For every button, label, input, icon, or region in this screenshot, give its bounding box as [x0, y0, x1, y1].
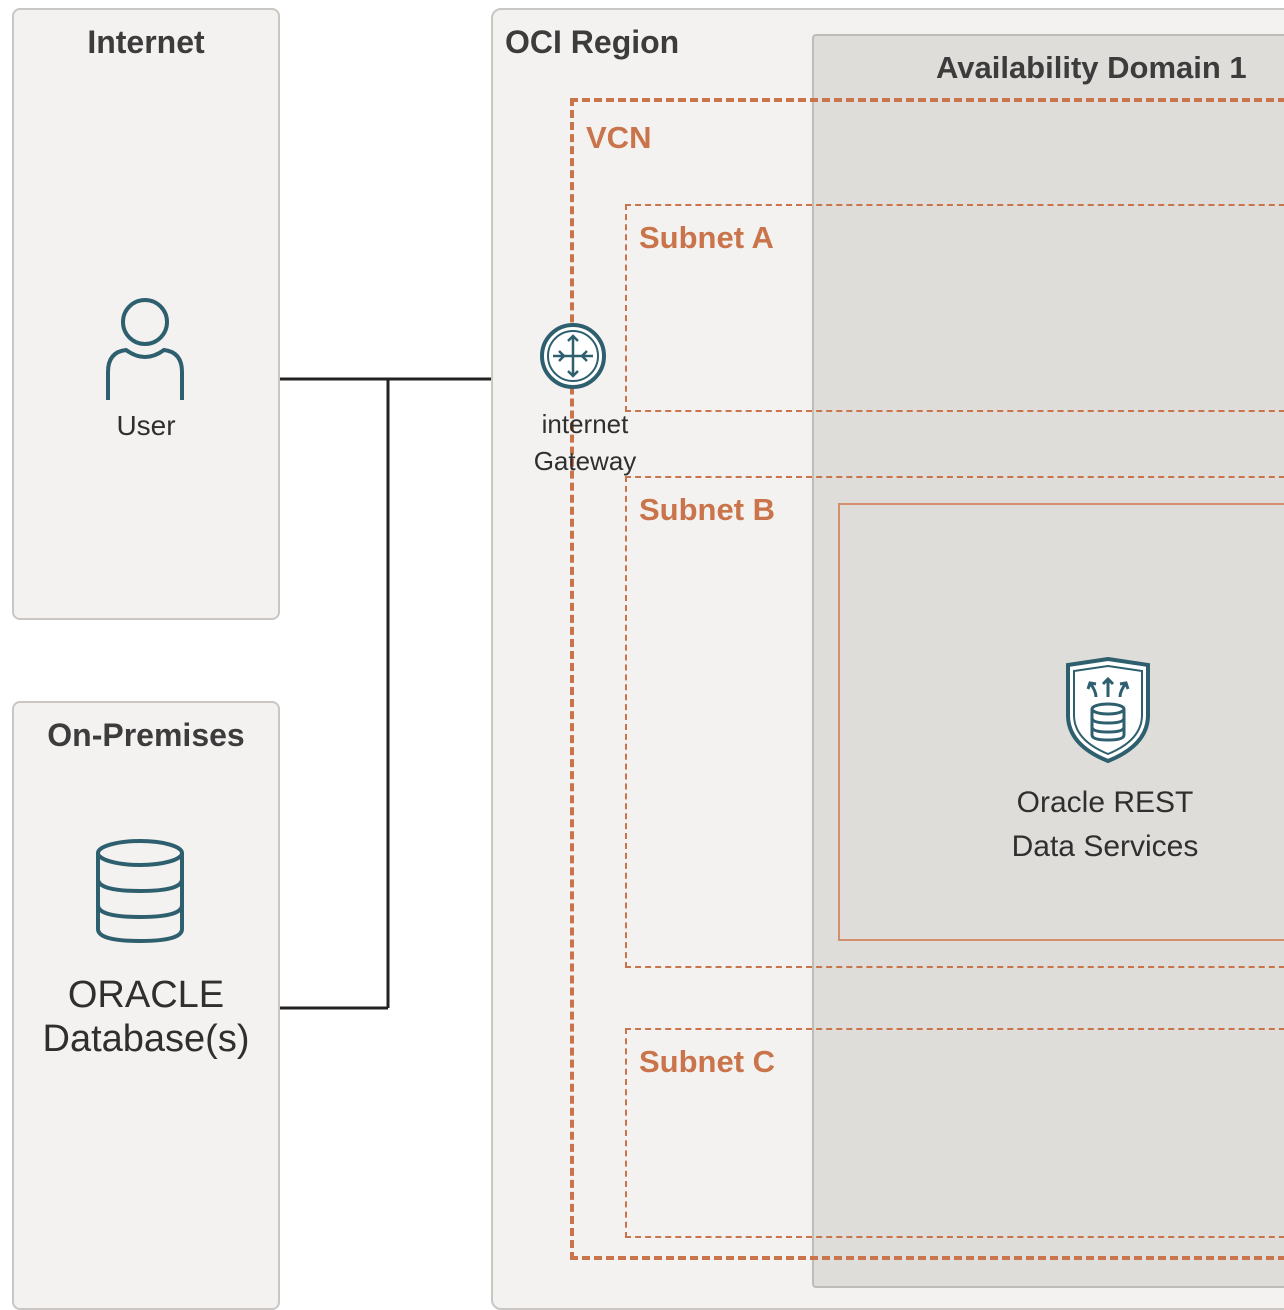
subnet-a-label: Subnet A: [639, 220, 774, 255]
ords-label-line2: Data Services: [1011, 830, 1199, 863]
database-icon: [96, 839, 184, 944]
internet-gateway-icon: [540, 323, 606, 389]
subnet-c-label: Subnet C: [639, 1044, 776, 1079]
ords-shield-icon: [1066, 657, 1150, 764]
gateway-label-line1: internet: [541, 409, 629, 439]
db-label-line2: Database(s): [42, 1018, 250, 1060]
subnet-c: Subnet C: [625, 1028, 1284, 1238]
ords-label-line1: Oracle REST: [1016, 786, 1194, 819]
subnet-b: Subnet B: [625, 476, 1284, 968]
subnet-b-label: Subnet B: [639, 492, 776, 527]
oci-region-title: OCI Region: [505, 24, 680, 60]
onprem-title: On-Premises: [47, 717, 245, 753]
ords-label: Oracle REST Data Services: [840, 781, 1284, 869]
subnet-a: Subnet A: [625, 204, 1284, 412]
db-label: ORACLE Database(s): [14, 973, 278, 1061]
onprem-panel: On-Premises ORACLE Database(s): [12, 701, 280, 1310]
availability-domain-title: Availability Domain 1: [936, 50, 1247, 85]
internet-title: Internet: [87, 24, 205, 60]
vcn-boundary: VCN: [570, 98, 1284, 1260]
gateway-label-line2: Gateway: [533, 446, 637, 476]
db-label-line1: ORACLE: [67, 974, 225, 1016]
ords-service-box: Oracle REST Data Services: [838, 503, 1284, 941]
user-label: User: [116, 410, 176, 441]
vcn-label: VCN: [586, 120, 652, 155]
user-icon: [106, 298, 184, 400]
internet-panel: Internet User: [12, 8, 280, 620]
gateway-label: internet Gateway: [520, 406, 650, 480]
